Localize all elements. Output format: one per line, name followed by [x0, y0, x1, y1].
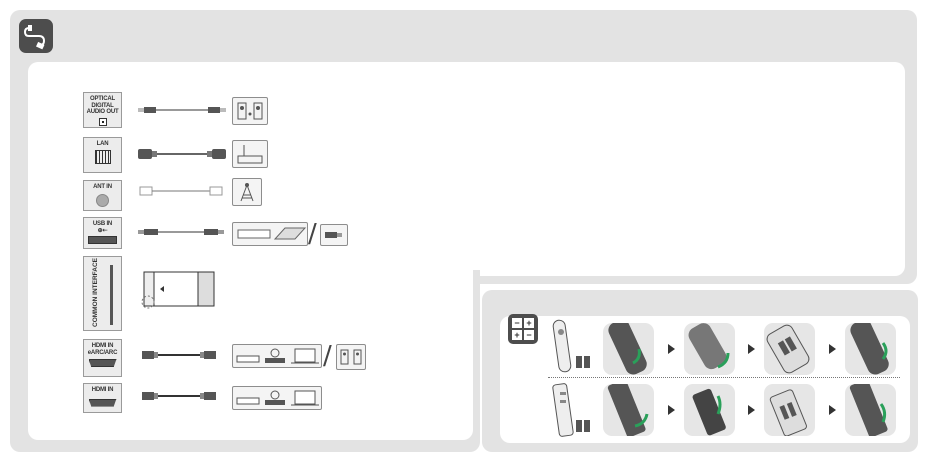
- arrow-right-icon: [668, 344, 675, 354]
- sound-bar-icon: [232, 97, 268, 125]
- arrow-right-icon: [748, 405, 755, 415]
- ci-slot-label: COMMON INTERFACE: [92, 258, 99, 327]
- ci-slot-icon: [110, 265, 113, 325]
- or-separator-2: /: [323, 341, 332, 371]
- hdmi-port-icon-2: [88, 398, 117, 407]
- coax-port-icon: [96, 193, 109, 207]
- step-4-bottom: [845, 384, 896, 436]
- hdmi-cable: [142, 392, 216, 400]
- hdmi-arc-port-label: HDMI IN eARC/ARC: [87, 343, 118, 356]
- lan-port-label: LAN: [96, 141, 109, 147]
- magic-remote-icon: [550, 318, 600, 374]
- usb-port: USB IN ⊕⇠: [83, 217, 122, 249]
- connections-area: [28, 62, 905, 276]
- router-icon: [232, 140, 268, 168]
- ant-port-label: ANT IN: [93, 184, 112, 190]
- antenna-icon: [232, 178, 262, 206]
- optical-port: OPTICAL DIGITAL AUDIO OUT: [83, 92, 122, 128]
- av-devices-icon: [232, 344, 322, 368]
- av-devices-icon-2: [232, 386, 322, 410]
- hdmi-port: HDMI IN: [83, 383, 122, 413]
- hdmi-arc-port: HDMI IN eARC/ARC: [83, 339, 122, 377]
- cable-icon: [19, 19, 53, 53]
- optical-port-icon: [98, 117, 107, 126]
- lan-cable: [138, 149, 226, 159]
- plus-sign: +: [524, 318, 534, 328]
- usb-drive-icon: [320, 224, 348, 246]
- usb-symbol: ⊕⇠: [97, 227, 108, 234]
- optical-port-label: OPTICAL DIGITAL AUDIO OUT: [86, 96, 119, 115]
- ci-module-icon: [138, 268, 218, 312]
- arrow-right-icon: [829, 405, 836, 415]
- arrow-right-icon: [748, 344, 755, 354]
- standard-remote-icon: [550, 382, 600, 438]
- usb-port-label: USB IN: [92, 221, 113, 227]
- step-3-top: [764, 323, 815, 375]
- plus-sign-2: +: [512, 330, 522, 340]
- hdmi-port-label: HDMI IN: [91, 387, 114, 393]
- step-4-top: [845, 323, 896, 375]
- minus-sign: −: [512, 318, 522, 328]
- usb-port-icon: [88, 236, 117, 244]
- step-1-top: [603, 323, 654, 375]
- arrow-right-icon: [668, 405, 675, 415]
- ant-port: ANT IN: [83, 180, 122, 211]
- lan-port: LAN: [83, 137, 122, 173]
- step-3-bottom: [764, 384, 815, 436]
- or-separator: /: [308, 219, 317, 249]
- usb-cable: [138, 229, 224, 235]
- arrow-right-icon: [829, 344, 836, 354]
- sound-bar-icon-2: [336, 344, 366, 370]
- ci-slot: COMMON INTERFACE: [83, 256, 122, 331]
- hdmi-arc-cable: [142, 351, 216, 359]
- ethernet-port-icon: [94, 149, 111, 164]
- optical-cable: [138, 107, 226, 113]
- step-1-bottom: [603, 384, 654, 436]
- row-divider: [548, 377, 900, 378]
- step-2-top: [684, 323, 735, 375]
- usb-hdd-icon: [232, 222, 308, 246]
- battery-polarity-icon: − + + −: [508, 314, 538, 344]
- antenna-cable: [139, 186, 223, 196]
- minus-sign-2: −: [524, 330, 534, 340]
- hdmi-port-icon: [88, 359, 117, 367]
- step-2-bottom: [684, 384, 735, 436]
